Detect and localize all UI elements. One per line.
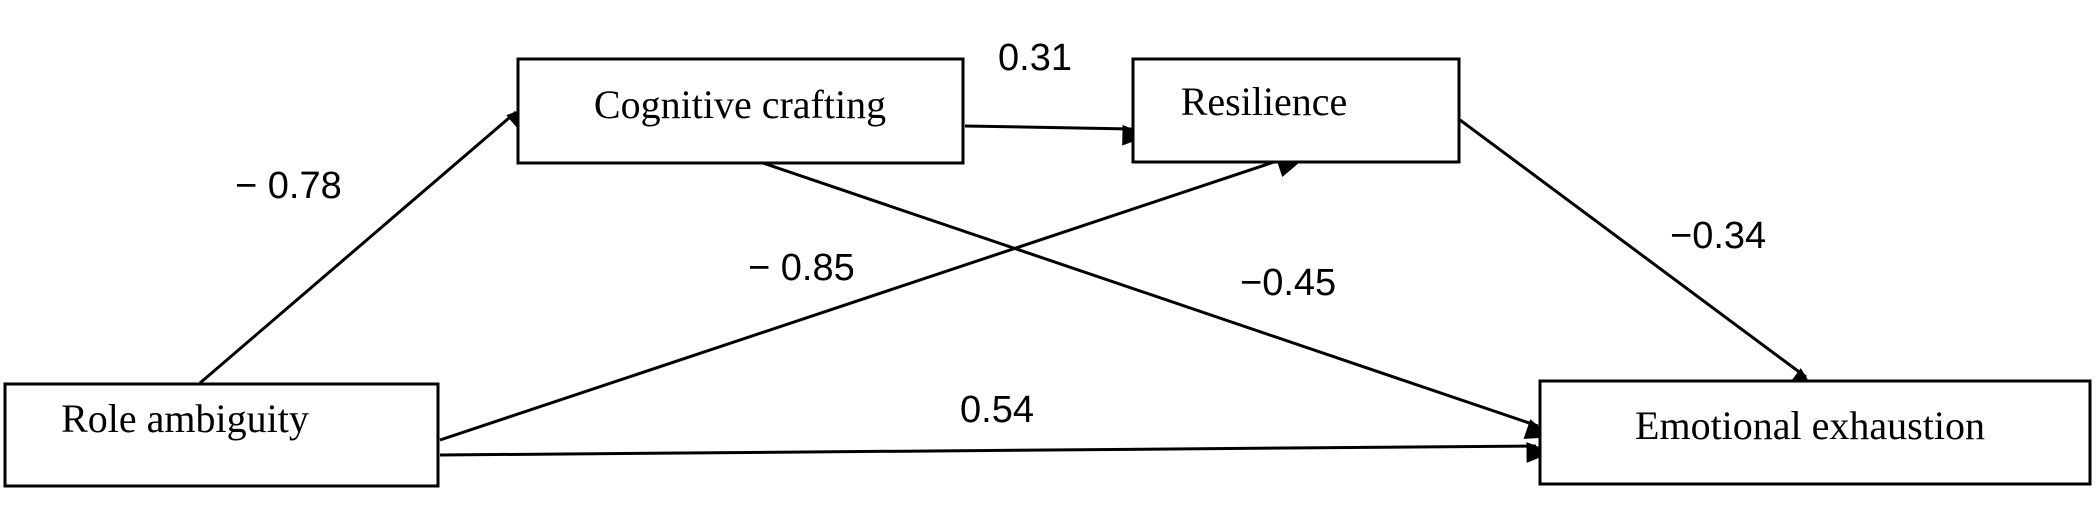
- coef-cognitive-to-exhaustion: −0.45: [1240, 262, 1336, 304]
- coef-role-to-cognitive: − 0.78: [235, 165, 342, 207]
- node-box-cognitive-crafting: [516, 57, 965, 165]
- node-label-cognitive-crafting: Cognitive crafting: [594, 82, 886, 127]
- edge-role-to-exhaustion: [439, 442, 1553, 463]
- node-label-emotional-exhaustion: Emotional exhaustion: [1635, 403, 1985, 448]
- edge-role-to-resilience: [439, 156, 1304, 442]
- node-label-resilience: Resilience: [1181, 79, 1348, 124]
- edge-cognitive-to-resilience: [964, 124, 1149, 146]
- coef-role-to-exhaustion: 0.54: [960, 389, 1034, 431]
- coef-role-to-resilience: − 0.85: [748, 247, 855, 289]
- node-box-emotional-exhaustion: [1538, 379, 2092, 486]
- node-box-resilience: [1131, 57, 1461, 164]
- coef-resilience-to-exhaustion: −0.34: [1670, 215, 1766, 257]
- edge-cognitive-to-exhaustion: [759, 160, 1552, 439]
- edge-resilience-to-exhaustion: [1459, 118, 1816, 392]
- node-label-role-ambiguity: Role ambiguity: [61, 396, 309, 441]
- node-box-role-ambiguity: [3, 382, 440, 488]
- coef-cognitive-to-resilience: 0.31: [998, 37, 1072, 79]
- edge-role-to-cognitive: [199, 106, 533, 385]
